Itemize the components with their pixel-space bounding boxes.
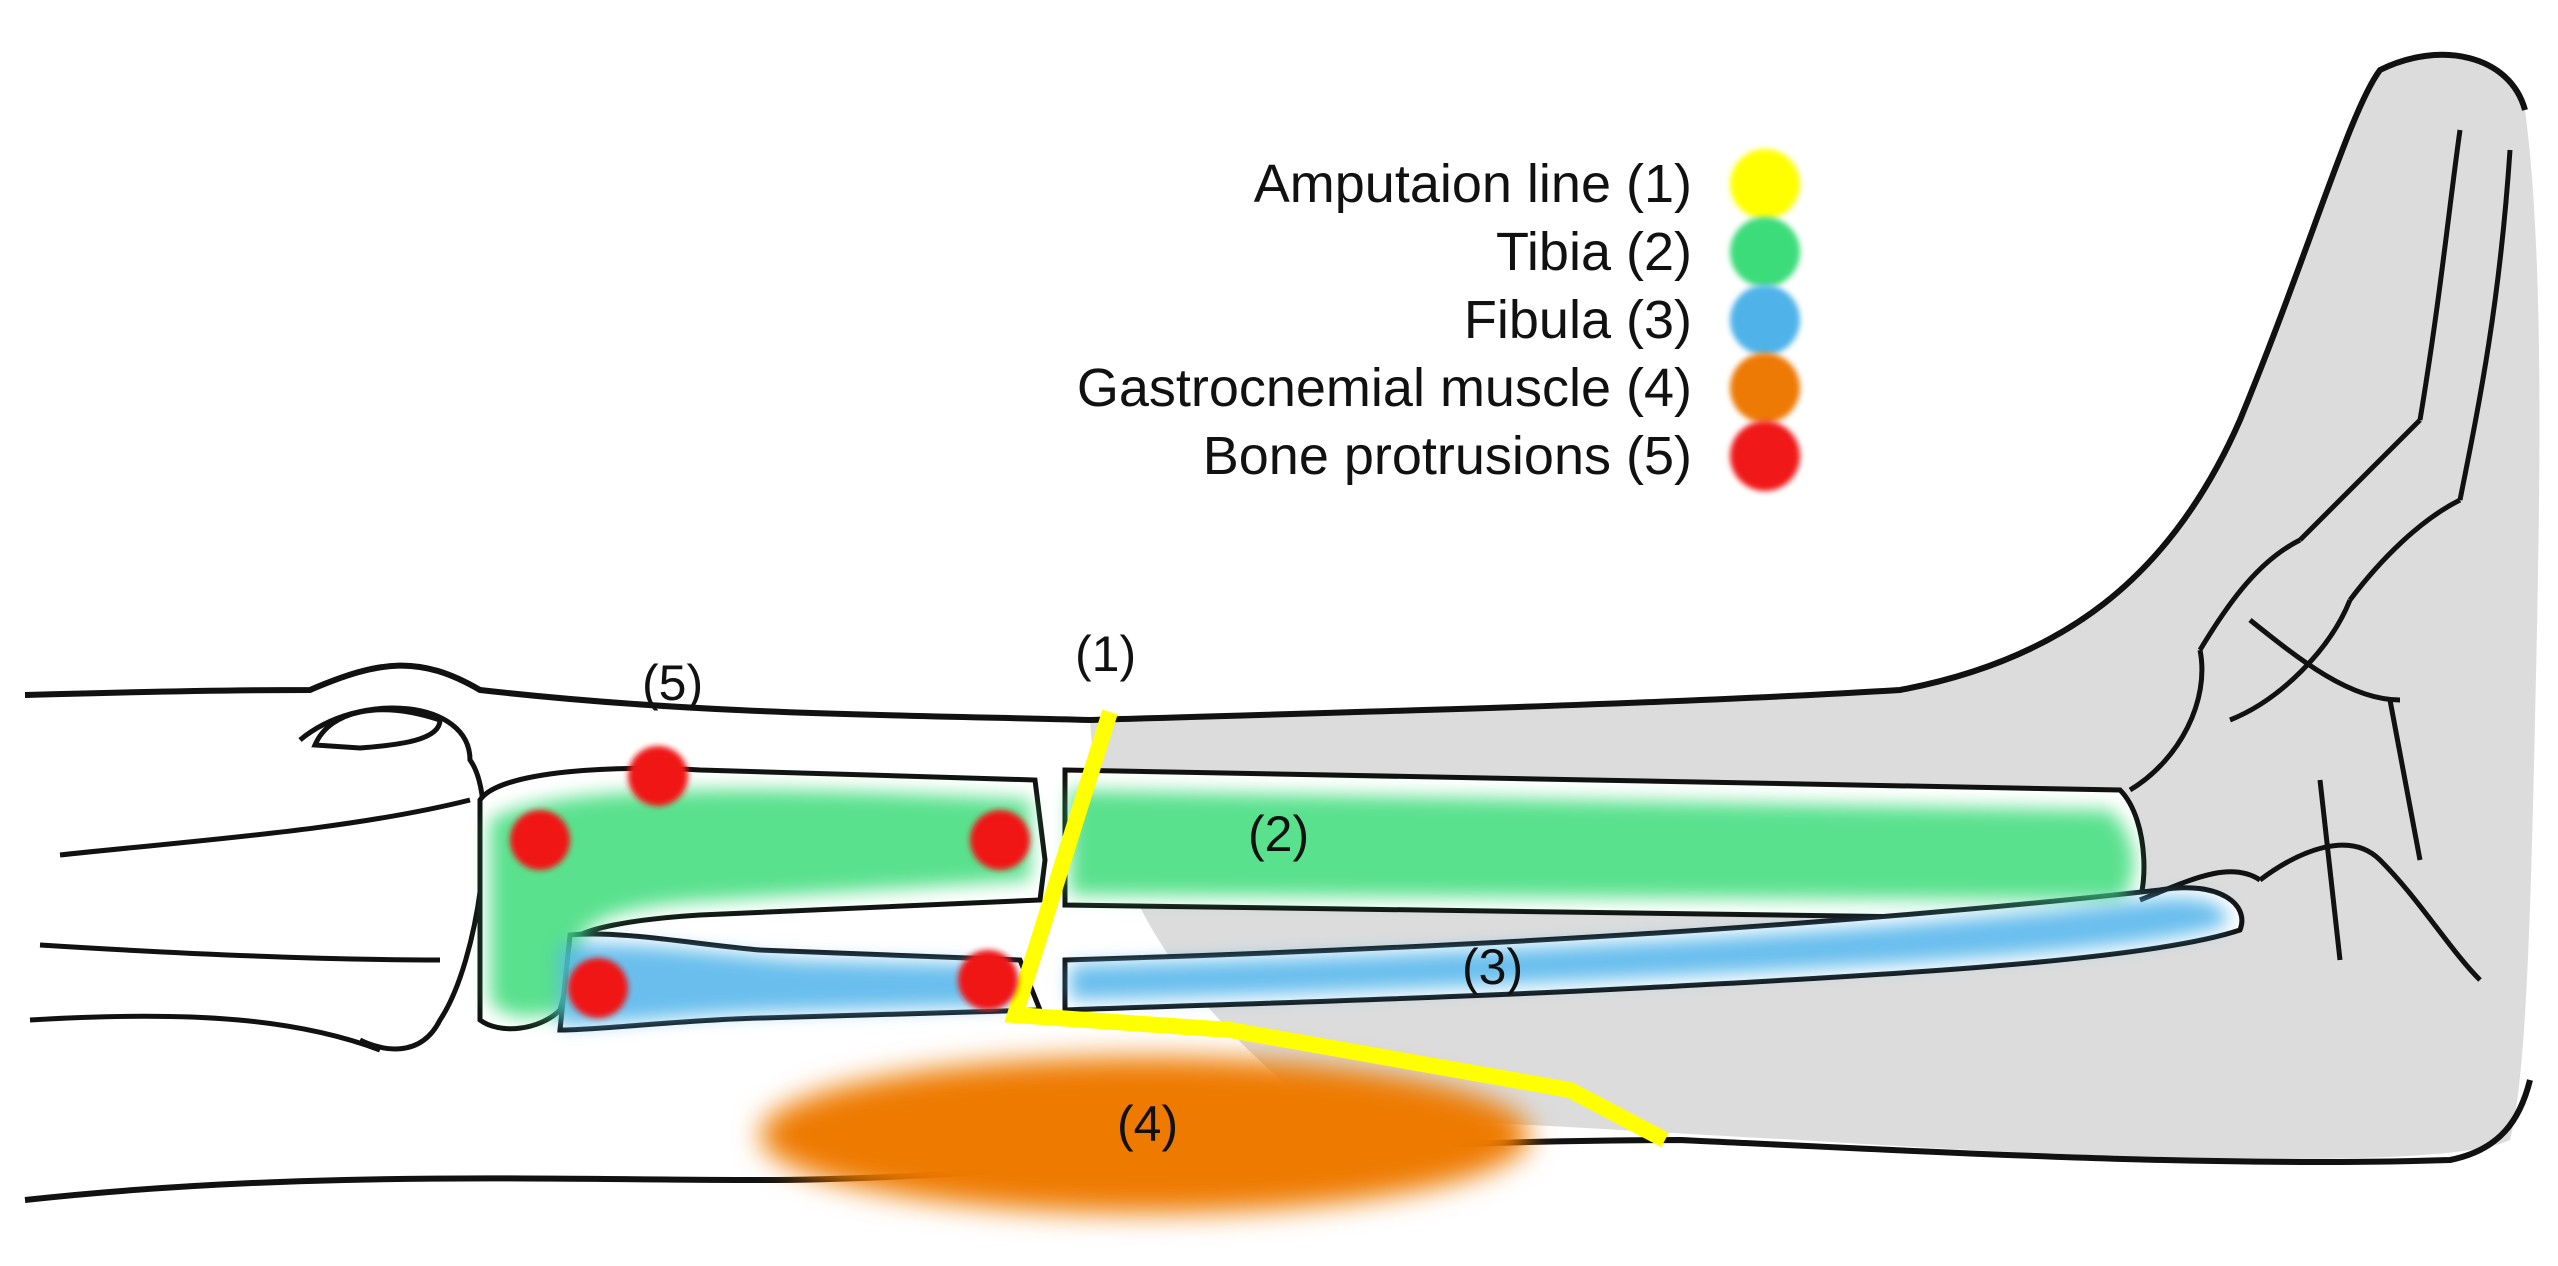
tibia-overlay-lower	[1070, 790, 2134, 900]
legend-label: Tibia (2)	[1495, 222, 1692, 282]
legend-swatch	[1730, 421, 1800, 491]
protrusion-marker	[568, 958, 628, 1018]
protrusion-marker	[628, 746, 688, 806]
legend-item-gastrocnemial-muscle: Gastrocnemial muscle (4)	[1076, 353, 1800, 423]
callout-gastrocnemial-muscle: (4)	[1117, 1096, 1179, 1152]
legend-swatch	[1730, 353, 1800, 423]
amputation-line	[1004, 709, 1669, 1148]
callout-tibia: (2)	[1248, 806, 1310, 862]
callout-bone-protrusions: (5)	[642, 655, 704, 711]
protrusion-marker	[510, 810, 570, 870]
gastrocnemius-overlay	[760, 1057, 1530, 1213]
patella	[311, 707, 443, 751]
thigh-line	[29, 797, 471, 1053]
legend-item-amputation-line: Amputaion line (1)	[1253, 149, 1800, 219]
protrusion-marker	[958, 950, 1018, 1010]
leg-outline-top	[24, 51, 2528, 724]
legend-item-bone-protrusions: Bone protrusions (5)	[1202, 421, 1800, 491]
legend-swatch	[1730, 285, 1800, 355]
protrusion-marker	[970, 810, 1030, 870]
fibula-overlay-upper	[560, 943, 1010, 1025]
legend-item-tibia: Tibia (2)	[1495, 217, 1800, 287]
fibula-overlay-lower	[1070, 898, 2228, 1000]
legend-label: Bone protrusions (5)	[1202, 426, 1692, 486]
legend-swatch	[1730, 149, 1800, 219]
legend-item-fibula: Fibula (3)	[1463, 285, 1800, 355]
legend-label: Gastrocnemial muscle (4)	[1076, 358, 1692, 418]
legend-label: Fibula (3)	[1463, 290, 1692, 350]
foot-bones	[2128, 129, 2513, 982]
legend-swatch	[1730, 217, 1800, 287]
callout-fibula: (3)	[1462, 939, 1524, 995]
legend-label: Amputaion line (1)	[1253, 154, 1692, 214]
femur-condyle	[298, 705, 487, 1052]
callout-amputation-line: (1)	[1075, 626, 1137, 682]
tibia-overlay-upper	[490, 789, 1030, 1017]
